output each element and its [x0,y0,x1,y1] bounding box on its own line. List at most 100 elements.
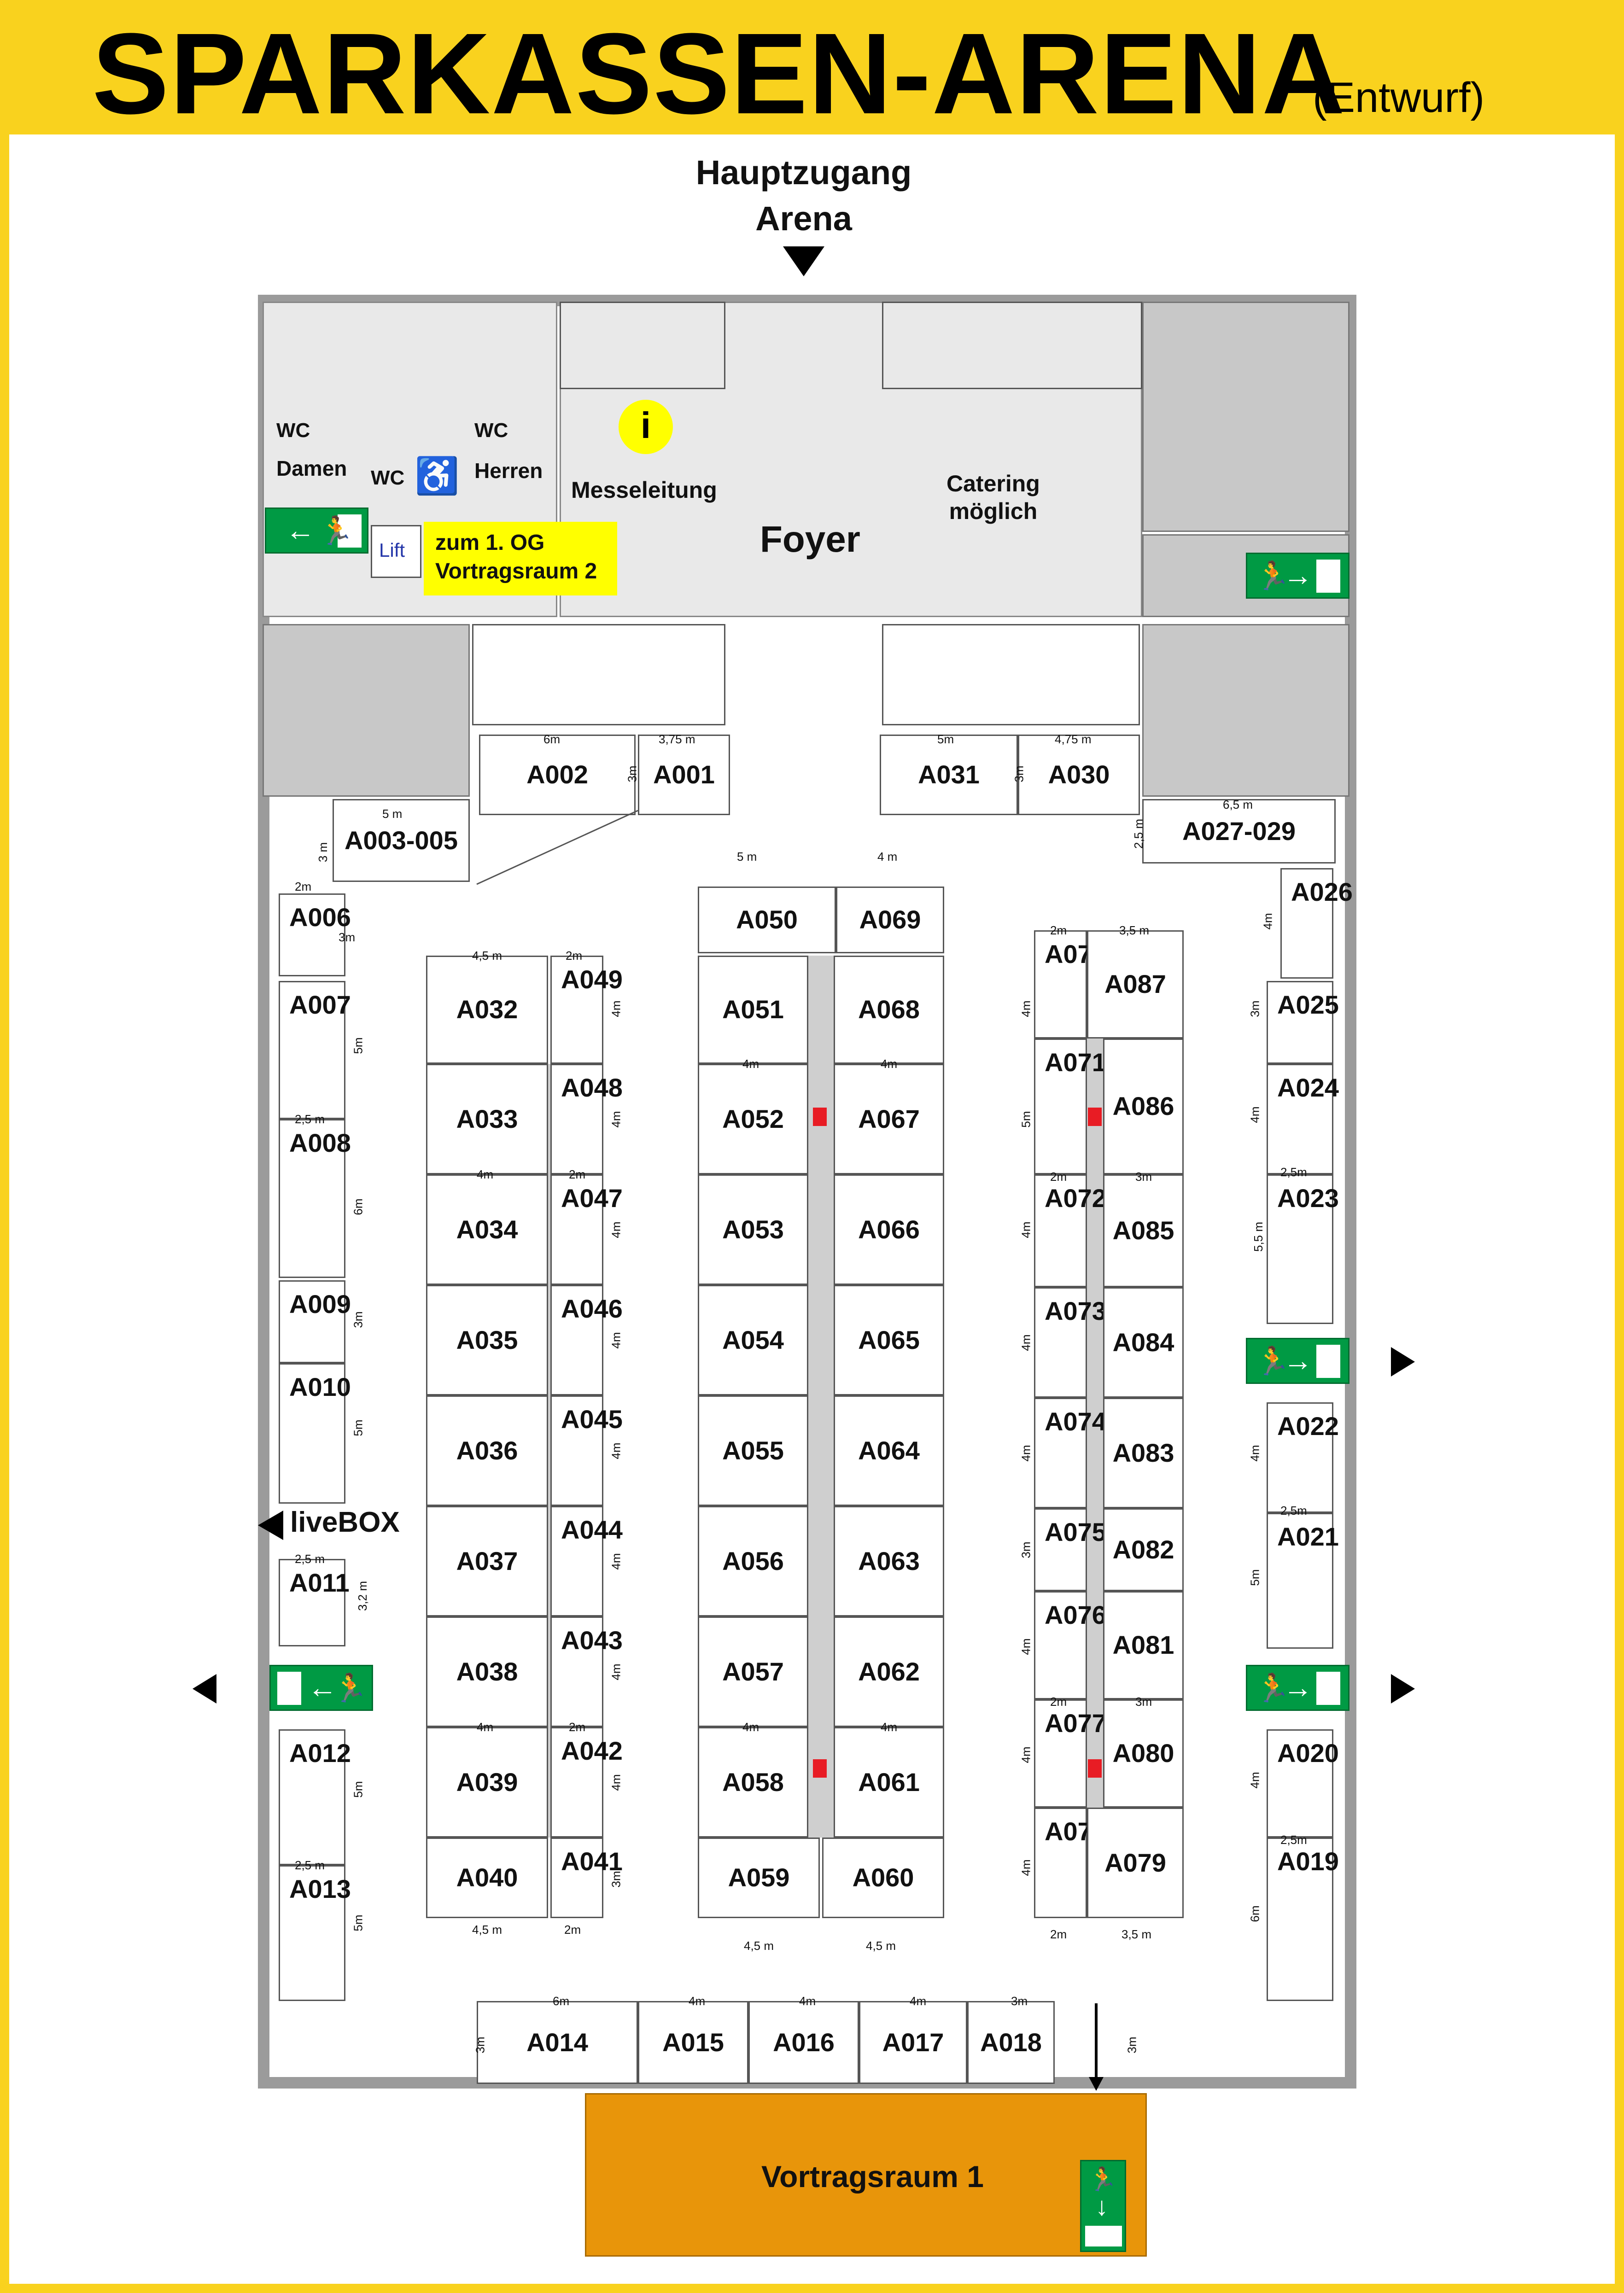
entrance-label-line1: Hauptzugang [695,153,912,192]
stand-a068[interactable]: A068 [834,956,944,1064]
stand-a067[interactable]: A067 [834,1064,944,1174]
stand-a083[interactable]: A083 [1103,1398,1184,1508]
livebox-arrow-icon [258,1511,283,1540]
dimension-label: 5 m [382,807,403,821]
stand-a064[interactable]: A064 [834,1395,944,1506]
stand-a034[interactable]: A034 [426,1174,548,1285]
stand-a040[interactable]: A040 [426,1838,548,1918]
stand-a033[interactable]: A033 [426,1064,548,1174]
vortragsraum1-label: Vortragsraum 1 [761,2159,984,2194]
dimension-label: 6m [543,732,561,746]
stand-a057[interactable]: A057 [698,1616,808,1727]
stand-a079[interactable]: A079 [1087,1808,1184,1918]
marker [813,1759,827,1778]
stand-label-line1: A [1045,1709,1063,1738]
stand-a016[interactable]: A016 [748,2001,859,2084]
stand-a038[interactable]: A038 [426,1616,548,1727]
dimension-label: 5,5 m [1251,1221,1266,1252]
stand-a061[interactable]: A061 [834,1727,944,1838]
dimension-label: 4m [1019,1638,1033,1655]
stand-a087[interactable]: A087 [1087,930,1184,1039]
stand-a052[interactable]: A052 [698,1064,808,1174]
stand-a002[interactable]: A002 [479,735,636,815]
stand-label-line2: 012 [308,1739,351,1768]
stand-a063[interactable]: A063 [834,1506,944,1616]
stand-a054[interactable]: A054 [698,1285,808,1395]
stand-a059[interactable]: A059 [698,1838,820,1918]
stand-a056[interactable]: A056 [698,1506,808,1616]
dimension-label: 3m [351,1311,365,1328]
stand-a086[interactable]: A086 [1103,1039,1184,1174]
stand-a031[interactable]: A031 [880,735,1018,815]
stand-a055[interactable]: A055 [698,1395,808,1506]
stand-a062[interactable]: A062 [834,1616,944,1727]
stand-a037[interactable]: A037 [426,1506,548,1616]
stand-a060[interactable]: A060 [822,1838,944,1918]
stand-a035[interactable]: A035 [426,1285,548,1395]
stand-a003-005[interactable]: A003-005 [333,799,470,882]
dimension-label: 4m [881,1057,898,1071]
marker [1088,1108,1102,1126]
stand-a018[interactable]: A018 [967,2001,1055,2084]
stand-label-line2: 025 [1296,990,1339,1019]
stand-a084[interactable]: A084 [1103,1287,1184,1398]
dimension-label: 6m [553,1994,570,2008]
stand-a050[interactable]: A050 [698,887,836,953]
stand-a027-029[interactable]: A027-029 [1142,799,1336,864]
dimension-label: 4m [609,1663,623,1680]
stand-a030[interactable]: A030 [1018,735,1140,815]
stand-a066[interactable]: A066 [834,1174,944,1285]
stand-a058[interactable]: A058 [698,1727,808,1838]
stand-a014[interactable]: A014 [477,2001,638,2084]
stand-a081[interactable]: A081 [1103,1591,1184,1699]
stand-a036[interactable]: A036 [426,1395,548,1506]
stand-a015[interactable]: A015 [638,2001,748,2084]
exit-arrow-right-mid-icon [1391,1347,1415,1377]
stand-a085[interactable]: A085 [1103,1174,1184,1287]
stand-a069[interactable]: A069 [836,887,944,953]
stand-a053[interactable]: A053 [698,1174,808,1285]
stand-a032[interactable]: A032 [426,956,548,1064]
stand-a039[interactable]: A039 [426,1727,548,1838]
stand-a082[interactable]: A082 [1103,1508,1184,1591]
stand-a001[interactable]: A001 [638,735,730,815]
stand-a080[interactable]: A080 [1103,1699,1184,1808]
stand-a051[interactable]: A051 [698,956,808,1064]
stand-a017[interactable]: A017 [859,2001,967,2084]
stand-a065[interactable]: A065 [834,1285,944,1395]
